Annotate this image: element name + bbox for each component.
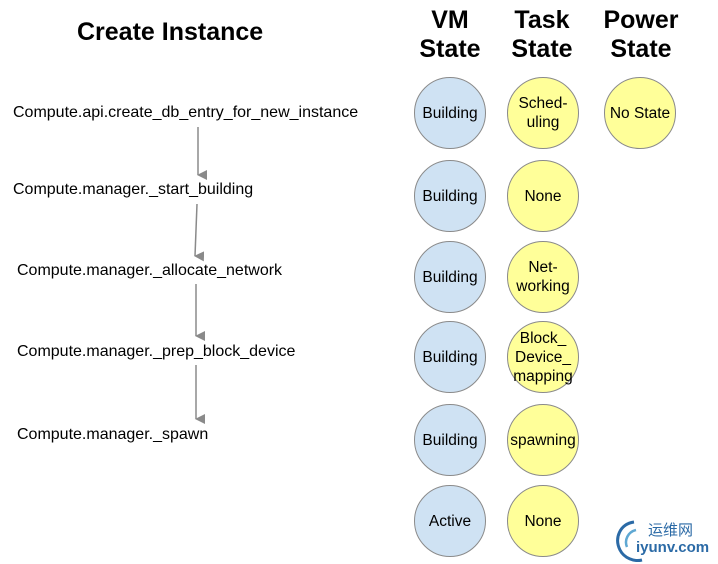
step-allocate-network: Compute.manager._allocate_network [17,262,283,279]
vm-state-circle: Building [414,160,486,232]
task-state-header-line1: Task [514,6,570,34]
task-state-label: Sched- uling [518,95,568,131]
vm-state-label: Building [422,348,478,366]
arrow-2 [194,203,205,262]
vm-state-circle: Building [414,241,486,313]
task-state-header: Task State [497,6,587,64]
task-state-label: None [524,187,562,205]
task-state-circle: spawning [507,404,579,476]
task-state-circle: Sched- uling [507,77,579,149]
vm-state-label: Building [422,187,478,205]
task-state-circle: None [507,485,579,557]
task-state-label: Block_ Device_ mapping [513,329,573,385]
power-state-header: Power State [596,6,686,64]
vm-state-label: Building [422,104,478,122]
task-state-circle: Block_ Device_ mapping [507,321,579,393]
task-state-header-line2: State [511,35,573,63]
power-state-circle: No State [604,77,676,149]
vm-state-label: Building [422,431,478,449]
vm-state-circle: Building [414,77,486,149]
step-start-building: Compute.manager._start_building [13,181,254,198]
power-state-label: No State [609,104,671,122]
power-state-header-line1: Power [603,6,679,34]
task-state-circle: None [507,160,579,232]
vm-state-label: Active [428,512,472,530]
watermark-text-en: iyunv.com [636,539,710,556]
watermark-text-cn: 运维网 [648,522,694,539]
vm-state-label: Building [422,268,478,286]
step-create-db-entry: Compute.api.create_db_entry_for_new_inst… [13,104,359,121]
vm-state-header: VM State [405,6,495,64]
power-state-header-line2: State [610,35,672,63]
vm-state-circle: Building [414,404,486,476]
vm-state-header-line1: VM [431,6,469,34]
vm-state-header-line2: State [419,35,481,63]
step-prep-block-device: Compute.manager._prep_block_device [17,343,296,360]
task-state-label: spawning [510,431,576,449]
diagram-title: Create Instance [77,18,264,46]
vm-state-circle: Active [414,485,486,557]
vm-state-circle: Building [414,321,486,393]
task-state-circle: Net- working [507,241,579,313]
watermark-logo-icon [616,520,643,562]
task-state-label: Net- working [516,259,570,295]
step-spawn: Compute.manager._spawn [17,426,209,443]
task-state-label: None [524,512,562,530]
